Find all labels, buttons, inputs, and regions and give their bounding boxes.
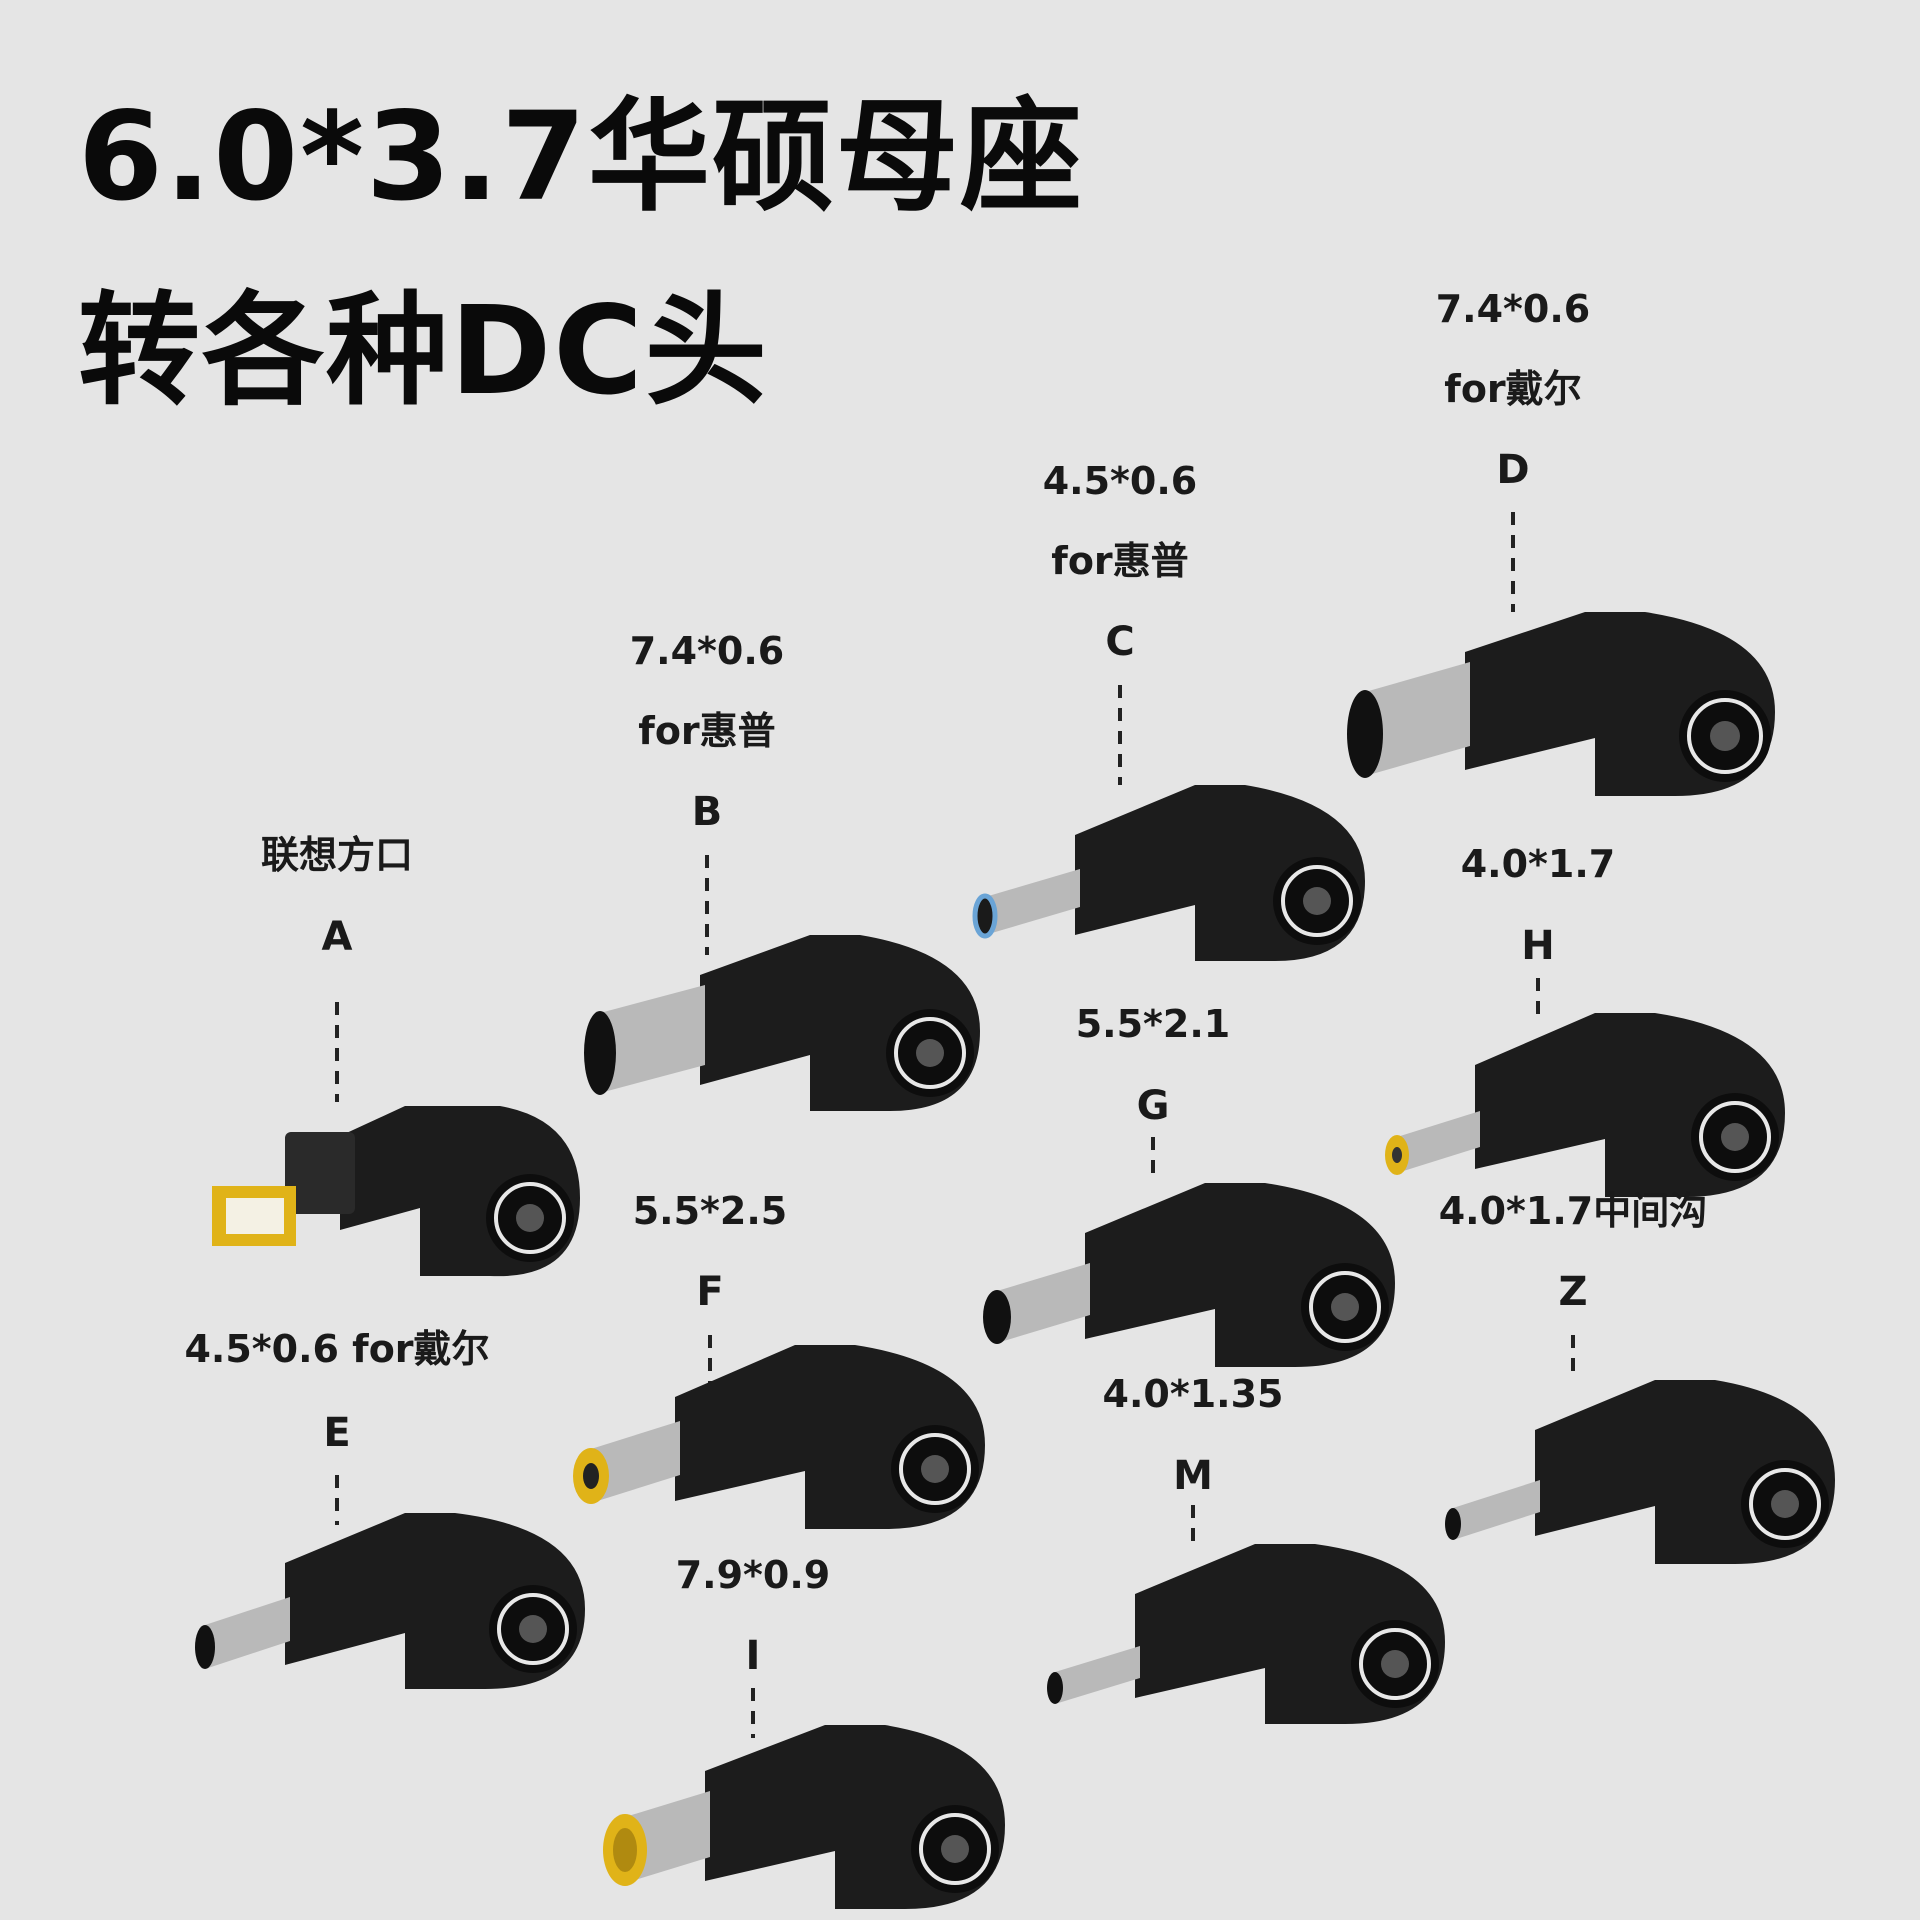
connector-c-plug (972, 785, 1365, 961)
connector-e-leader (335, 1475, 339, 1525)
connector-m-plug (1047, 1544, 1445, 1724)
connector-c-spec-2: for惠普 (1051, 539, 1189, 583)
connector-a-plug (212, 1106, 580, 1277)
connector-a-leader (335, 1002, 339, 1102)
connector-z-leader (1571, 1335, 1575, 1380)
connector-g-letter: G (1136, 1083, 1170, 1129)
title-line-2: 转各种DC头 (78, 280, 769, 422)
connector-b-leader (705, 855, 709, 955)
connector-z-letter: Z (1558, 1269, 1588, 1315)
connector-m-leader (1191, 1505, 1195, 1550)
connector-e-letter: E (323, 1410, 351, 1456)
connector-z-plug (1445, 1380, 1835, 1564)
connector-c-letter: C (1105, 619, 1135, 665)
connector-h-letter: H (1521, 923, 1555, 969)
connector-f-letter: F (696, 1269, 724, 1315)
title-line-1: 6.0*3.7华硕母座 (78, 86, 1085, 228)
connector-i-letter: I (745, 1633, 761, 1679)
connector-h-plug (1385, 1013, 1785, 1197)
connector-m-spec-1: 4.0*1.35 (1102, 1372, 1284, 1416)
connector-h-spec-1: 4.0*1.7 (1460, 842, 1616, 886)
connector-g-leader (1151, 1137, 1155, 1182)
connector-h-leader (1536, 978, 1540, 1023)
connector-c-leader (1118, 685, 1122, 785)
connector-b-plug (584, 935, 980, 1111)
connector-c-spec-1: 4.5*0.6 (1042, 459, 1198, 503)
connector-e-plug (195, 1513, 585, 1689)
connector-f-plug (573, 1345, 985, 1529)
connector-i-spec-1: 7.9*0.9 (675, 1553, 831, 1597)
connector-d-spec-2: for戴尔 (1444, 367, 1582, 411)
connector-a-letter: A (321, 914, 353, 960)
connector-d-plug (1347, 612, 1775, 796)
connector-i-leader (751, 1688, 755, 1738)
connector-d-letter: D (1496, 447, 1530, 493)
connector-a-spec-1: 联想方口 (260, 833, 413, 877)
connector-g-spec-1: 5.5*2.1 (1075, 1002, 1231, 1046)
connector-b-spec-2: for惠普 (638, 709, 776, 753)
connector-f-leader (708, 1335, 712, 1400)
connector-m-letter: M (1173, 1453, 1213, 1499)
connector-z-spec-1: 4.0*1.7中间沟 (1438, 1189, 1708, 1233)
connector-d-leader (1511, 512, 1515, 612)
connector-i-plug (603, 1725, 1005, 1909)
connector-f-spec-1: 5.5*2.5 (632, 1189, 788, 1233)
connector-g-plug (983, 1183, 1395, 1367)
connector-b-spec-1: 7.4*0.6 (629, 629, 785, 673)
connector-e-spec-1: 4.5*0.6 for戴尔 (184, 1327, 490, 1371)
connector-d-spec-1: 7.4*0.6 (1435, 287, 1591, 331)
connector-b-letter: B (691, 789, 723, 835)
